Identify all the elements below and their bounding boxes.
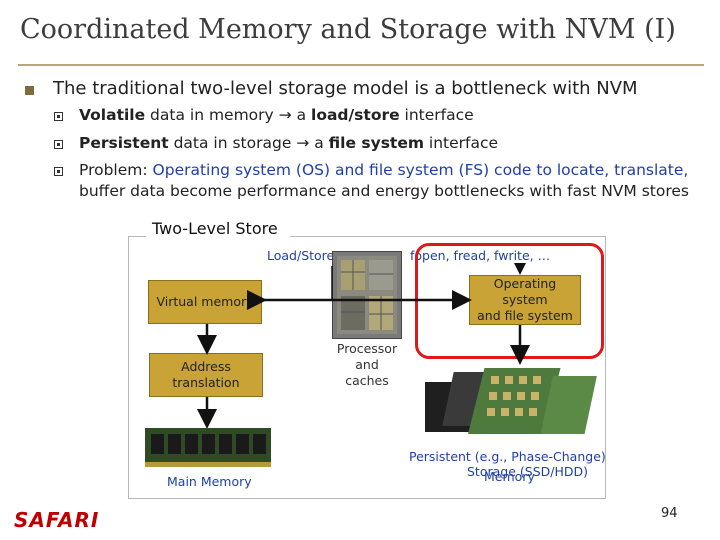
storage-devices-image bbox=[415, 366, 603, 440]
frame-title: Two-Level Store bbox=[152, 219, 278, 238]
text: interface bbox=[399, 106, 474, 124]
os-fs-line1: Operating bbox=[493, 276, 557, 291]
sub-bullet-marker bbox=[54, 167, 63, 176]
sub-bullet-problem: Problem: Operating system (OS) and file … bbox=[79, 160, 688, 181]
virtual-memory-box: Virtual memory bbox=[148, 280, 262, 324]
address-translation-line2: translation bbox=[172, 375, 240, 390]
sub-bullet-persistent: Persistent data in storage → a file syst… bbox=[79, 133, 498, 154]
problem-blue-text: Operating system (OS) and file system (F… bbox=[152, 161, 689, 179]
bold-persistent: Persistent bbox=[79, 134, 169, 152]
ram-module-icon bbox=[145, 428, 271, 462]
bold-file-system: file system bbox=[328, 134, 424, 152]
storage-device-icon bbox=[415, 368, 597, 434]
os-fs-line3: and file system bbox=[477, 308, 573, 323]
text: a bbox=[309, 134, 329, 152]
main-memory-image bbox=[145, 428, 271, 467]
load-store-label: Load/Store bbox=[267, 248, 335, 263]
arrow-icon: → bbox=[278, 106, 292, 124]
persistent-label-line2: Storage (SSD/HDD) bbox=[467, 464, 588, 479]
fopen-label: fopen, fread, fwrite, … bbox=[410, 248, 551, 263]
slide-title: Coordinated Memory and Storage with NVM … bbox=[20, 14, 676, 45]
problem-prefix: Problem: bbox=[79, 161, 153, 179]
sub-bullet-volatile: Volatile data in memory → a load/store i… bbox=[79, 105, 474, 126]
processor-line1: Processor bbox=[336, 341, 398, 356]
frame-top-right bbox=[290, 236, 605, 237]
sub-bullet-marker bbox=[54, 140, 63, 149]
bullet-marker bbox=[25, 86, 34, 95]
address-translation-box: Address translation bbox=[149, 353, 263, 397]
sub-bullet-problem-line2: buffer data become performance and energ… bbox=[79, 182, 689, 200]
memory-overlap-label: Memory bbox=[484, 469, 535, 484]
main-memory-label: Main Memory bbox=[167, 474, 252, 489]
sub-bullet-marker bbox=[54, 112, 63, 121]
os-fs-box: Operating system and file system bbox=[469, 275, 581, 325]
text: a bbox=[291, 106, 311, 124]
processor-label: Processor and caches bbox=[332, 341, 402, 389]
address-translation-line1: Address bbox=[181, 359, 231, 374]
persistent-label-line1: Persistent (e.g., Phase-Change) bbox=[409, 449, 606, 464]
text: data in memory bbox=[145, 106, 279, 124]
bold-volatile: Volatile bbox=[79, 106, 146, 124]
main-bullet: The traditional two-level storage model … bbox=[53, 78, 638, 99]
text: interface bbox=[424, 134, 499, 152]
page-number: 94 bbox=[661, 506, 678, 521]
safari-logo: SAFARI bbox=[14, 508, 100, 532]
os-fs-line2: system bbox=[502, 292, 548, 307]
processor-line2: and caches bbox=[345, 357, 389, 388]
diagram-frame bbox=[128, 236, 606, 499]
arrow-icon: → bbox=[296, 134, 310, 152]
text: data in storage bbox=[168, 134, 297, 152]
bold-load-store: load/store bbox=[311, 106, 400, 124]
title-rule bbox=[18, 64, 704, 66]
frame-top-left bbox=[128, 236, 146, 237]
